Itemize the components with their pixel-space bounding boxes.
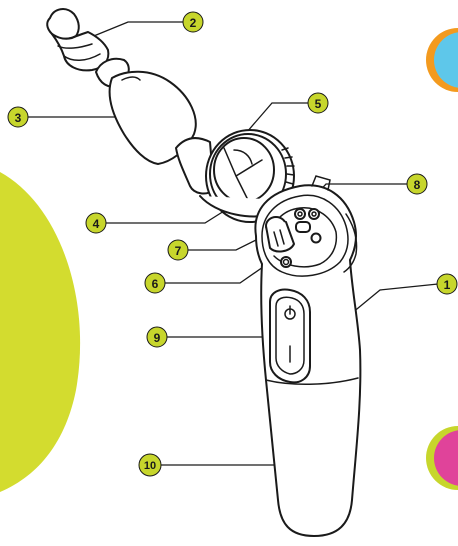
callout-4-label: 4 <box>93 217 100 231</box>
cyan-orange-dot-decoration <box>426 28 458 92</box>
small-tip-part <box>47 9 108 70</box>
callout-9-label: 9 <box>154 331 161 345</box>
device-body <box>255 176 360 536</box>
switch-panel <box>270 290 310 383</box>
callout-2-label: 2 <box>190 16 197 30</box>
callout-8: 8 <box>407 174 427 194</box>
leader-4 <box>106 206 232 223</box>
callout-6-label: 6 <box>152 277 159 291</box>
callout-7: 7 <box>168 240 188 260</box>
callout-2: 2 <box>183 12 203 32</box>
callout-5: 5 <box>308 93 328 113</box>
callout-10-label: 10 <box>144 460 156 472</box>
callout-badges: 2 3 5 4 8 7 6 1 <box>8 12 457 476</box>
leader-1 <box>346 284 438 318</box>
leader-2 <box>84 22 183 40</box>
callout-10: 10 <box>139 454 161 476</box>
pink-orange-dot-decoration <box>426 426 458 490</box>
callout-4: 4 <box>86 213 106 233</box>
callout-8-label: 8 <box>414 178 421 192</box>
callout-5-label: 5 <box>315 97 322 111</box>
callout-3: 3 <box>8 107 28 127</box>
callout-6: 6 <box>145 273 165 293</box>
callout-1-label: 1 <box>444 278 451 292</box>
callout-3-label: 3 <box>15 111 22 125</box>
callout-1: 1 <box>437 274 457 294</box>
lime-background-arc <box>0 172 80 492</box>
callout-9: 9 <box>147 327 167 347</box>
leader-lines <box>28 22 438 465</box>
callout-7-label: 7 <box>175 244 182 258</box>
leader-6 <box>165 258 276 283</box>
